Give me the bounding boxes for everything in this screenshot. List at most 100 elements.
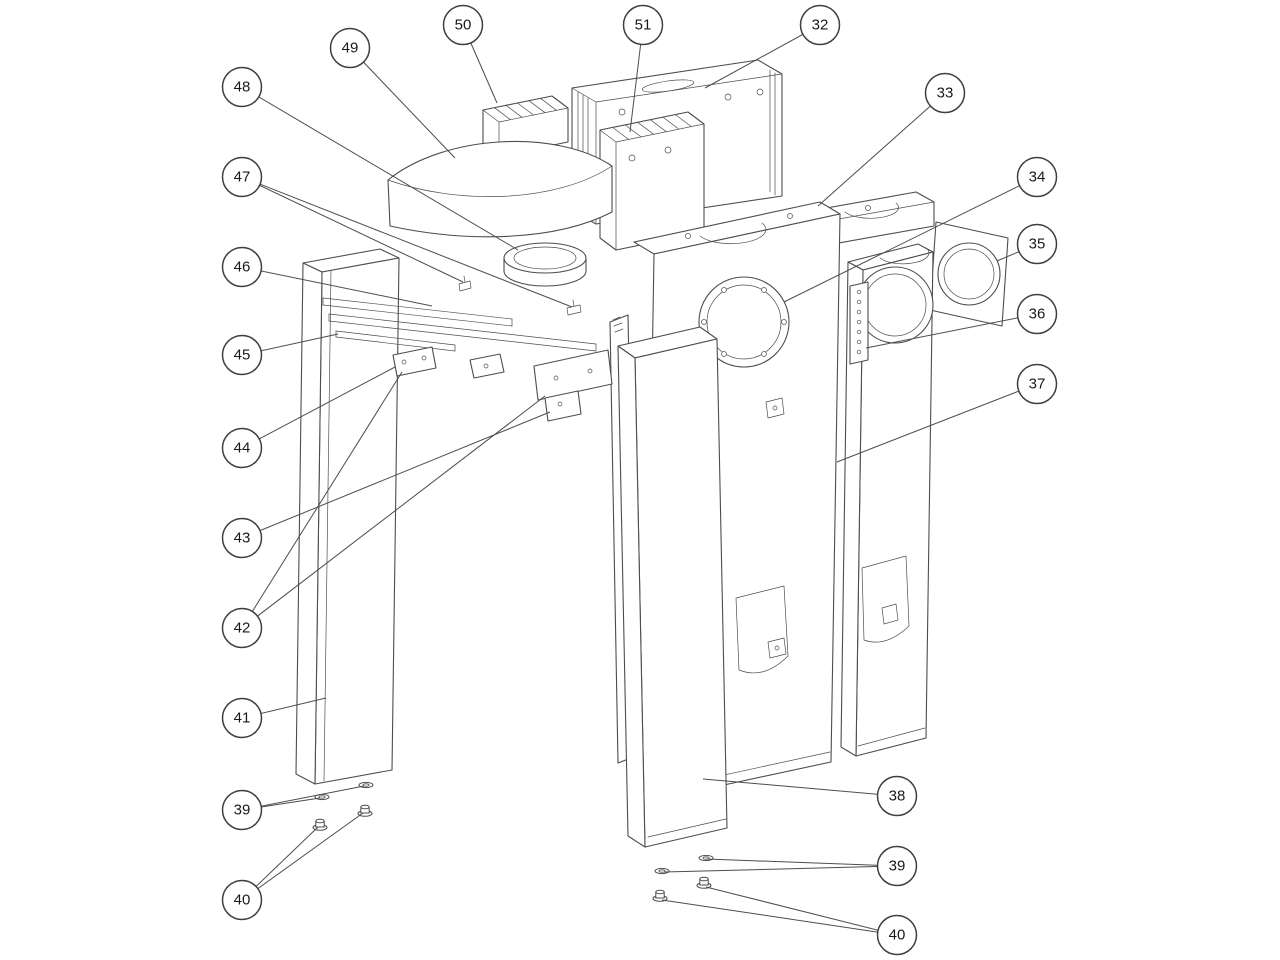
artwork	[295, 59, 1009, 902]
part-bracket-a	[392, 346, 437, 377]
callout-39-right: 39	[876, 845, 918, 887]
callout-40-left-circle	[221, 879, 263, 921]
callout-48-number: 48	[234, 79, 251, 96]
callout-43-circle	[221, 517, 263, 559]
callout-36: 36	[1016, 293, 1058, 335]
callout-39-right-leader-1	[705, 858, 898, 867]
callout-46: 46	[221, 246, 263, 288]
callout-47-leader-1	[241, 176, 464, 283]
bolt-foot	[696, 876, 712, 889]
part-clip-b	[566, 299, 582, 316]
callout-35: 35	[1016, 223, 1058, 265]
callout-35-number: 35	[1029, 236, 1046, 253]
callout-47-number: 47	[234, 169, 251, 186]
part-bracket-b	[469, 353, 505, 379]
callout-40-right-leader-2	[661, 899, 898, 936]
callout-40-right-leader-1	[705, 886, 898, 936]
callout-34-number: 34	[1029, 169, 1046, 186]
callout-39-right-number: 39	[889, 858, 906, 875]
callout-41-number: 41	[234, 710, 251, 727]
callout-41: 41	[221, 697, 263, 739]
callout-51-circle	[622, 4, 664, 46]
washer	[654, 867, 670, 875]
callout-49-number: 49	[342, 40, 359, 57]
callout-48-circle	[221, 66, 263, 108]
callout-33-number: 33	[937, 85, 954, 102]
callout-35-circle	[1016, 223, 1058, 265]
bolt-foot	[312, 818, 328, 831]
callout-42-circle	[221, 607, 263, 649]
callout-46-number: 46	[234, 259, 251, 276]
leader-lines	[241, 24, 1038, 936]
callout-47-circle	[221, 156, 263, 198]
callout-40-right: 40	[876, 914, 918, 956]
callout-33: 33	[924, 72, 966, 114]
callout-50-number: 50	[455, 17, 472, 34]
callout-33-leader-1	[817, 92, 946, 207]
callout-45-circle	[221, 334, 263, 376]
part-collar-ring	[503, 242, 587, 287]
callout-33-circle	[924, 72, 966, 114]
callout-40-left: 40	[221, 879, 263, 921]
callout-40-right-circle	[876, 914, 918, 956]
callout-38: 38	[876, 775, 918, 817]
callout-32: 32	[799, 4, 841, 46]
callout-39-left-leader-2	[241, 785, 365, 811]
callout-43: 43	[221, 517, 263, 559]
callout-49-leader-1	[349, 47, 456, 159]
washer	[698, 854, 714, 862]
callout-45: 45	[221, 334, 263, 376]
part-left-column	[295, 248, 400, 785]
callout-43-number: 43	[234, 530, 251, 547]
part-right-panel	[840, 243, 934, 757]
callout-49: 49	[329, 27, 371, 69]
callout-40-left-number: 40	[234, 892, 251, 909]
callout-36-number: 36	[1029, 306, 1046, 323]
callout-36-leader-1	[865, 313, 1038, 349]
callout-39-left: 39	[221, 789, 263, 831]
callout-37-leader-1	[836, 383, 1038, 463]
callout-46-circle	[221, 246, 263, 288]
callout-42: 42	[221, 607, 263, 649]
callout-40-left-leader-2	[241, 812, 364, 901]
callout-48-leader-1	[241, 86, 519, 251]
callout-42-number: 42	[234, 620, 251, 637]
callout-42-leader-2	[241, 395, 546, 629]
part-fin-stack-tall	[599, 111, 705, 251]
callout-32-number: 32	[812, 17, 829, 34]
callout-44: 44	[221, 427, 263, 469]
callout-32-circle	[799, 4, 841, 46]
callout-43-leader-1	[241, 411, 551, 539]
callout-39-left-number: 39	[234, 802, 251, 819]
part-bracket-c	[533, 349, 613, 422]
part-clip-a	[458, 275, 472, 292]
callout-44-circle	[221, 427, 263, 469]
callout-48: 48	[221, 66, 263, 108]
callout-34-leader-1	[783, 176, 1038, 303]
callout-37-number: 37	[1029, 376, 1046, 393]
part-front-column	[617, 326, 728, 848]
callout-38-leader-1	[702, 778, 898, 797]
callout-36-circle	[1016, 293, 1058, 335]
part-mounting-rails	[322, 297, 597, 352]
callout-44-number: 44	[234, 440, 251, 457]
callout-50: 50	[442, 4, 484, 46]
callout-34-circle	[1016, 156, 1058, 198]
part-perforated-strip	[849, 281, 869, 365]
callout-39-right-circle	[876, 845, 918, 887]
callout-49-circle	[329, 27, 371, 69]
callout-39-left-circle	[221, 789, 263, 831]
callout-42-leader-1	[241, 371, 403, 629]
callout-37: 37	[1016, 363, 1058, 405]
callout-47-leader-2	[241, 176, 573, 308]
callout-41-circle	[221, 697, 263, 739]
callout-38-number: 38	[889, 788, 906, 805]
callout-39-right-leader-2	[663, 865, 898, 873]
callout-51-number: 51	[635, 17, 652, 34]
callout-32-leader-1	[704, 24, 821, 89]
callout-balloons: 49 50 51 32 48 33 47 34 35 46 36 45 37 44 43 42 41 39 38 40…	[221, 4, 1058, 956]
bolt-foot	[652, 889, 668, 902]
part-right-top-plate	[929, 221, 1009, 327]
callout-45-number: 45	[234, 347, 251, 364]
